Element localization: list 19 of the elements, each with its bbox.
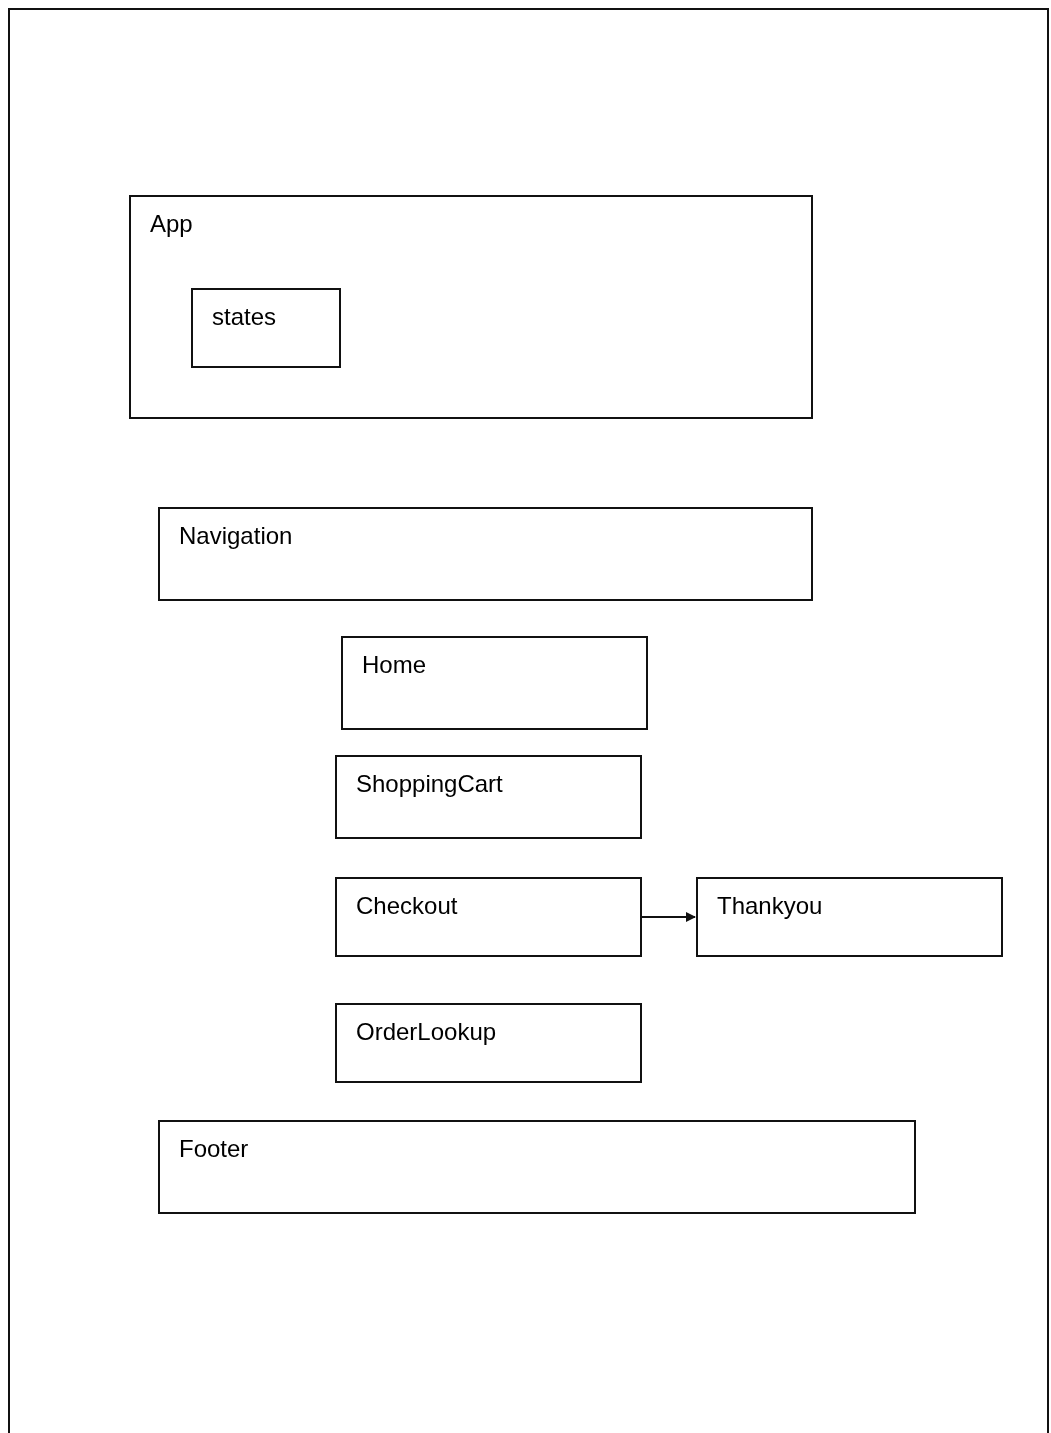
component-box [191, 288, 341, 368]
component-name: states [212, 302, 277, 332]
component-box [341, 636, 648, 730]
component-box [335, 1003, 642, 1083]
component-box [158, 1120, 916, 1214]
component-name: Footer [179, 1134, 249, 1164]
component-name: OrderLookup [356, 1017, 497, 1047]
component-box [129, 195, 813, 419]
component-box [335, 877, 642, 957]
component-name: Thankyou [717, 891, 823, 921]
component-box [696, 877, 1003, 957]
component-name: App [150, 209, 193, 239]
component-name: ShoppingCart [356, 769, 503, 799]
component-name: Home [362, 650, 427, 680]
component-box [335, 755, 642, 839]
component-name: Checkout [356, 891, 458, 921]
arrow [641, 912, 696, 922]
component-box [158, 507, 813, 601]
component-name: Navigation [179, 521, 293, 551]
